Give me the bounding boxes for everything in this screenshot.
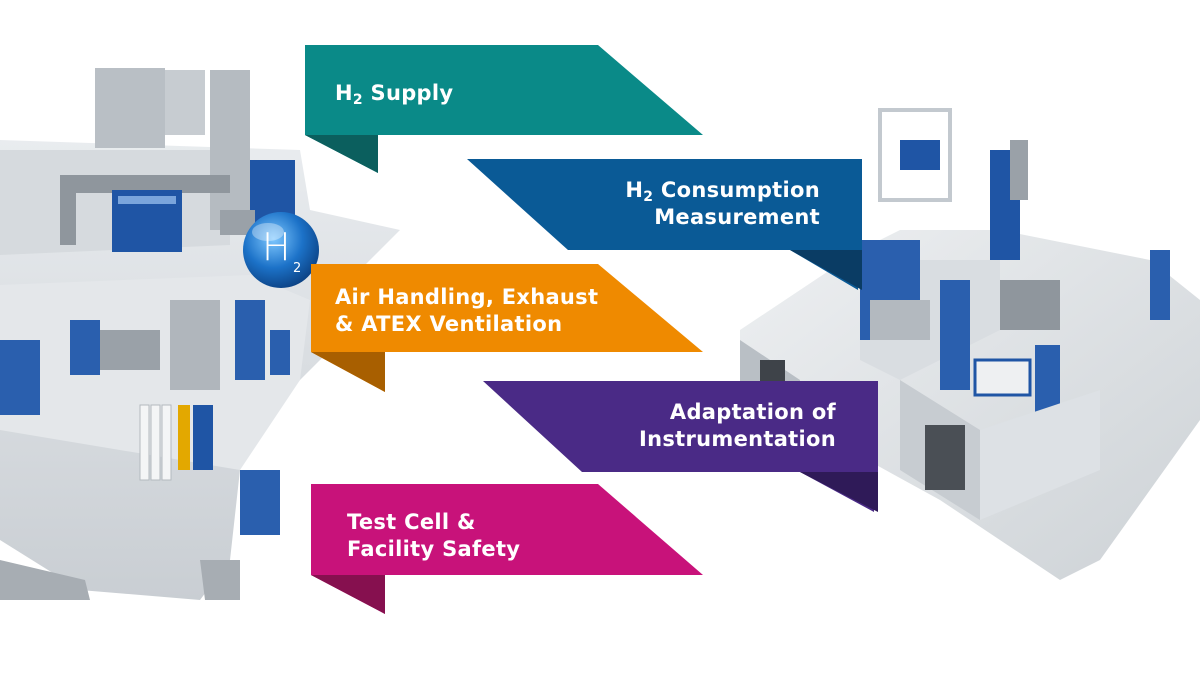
label-line: Test Cell & (347, 510, 476, 534)
label-text: H (335, 81, 353, 105)
label-text: H (625, 178, 644, 202)
label-line: Facility Safety (347, 537, 521, 561)
label-text: Consumption (653, 178, 820, 202)
banner-safety (311, 484, 703, 614)
banner-instrumentation (483, 381, 878, 512)
label-text: Supply (362, 81, 454, 105)
label-line: H2 Consumption (625, 177, 820, 204)
label-line: Instrumentation (638, 427, 836, 451)
label-air-handling: Air Handling, Exhaust & ATEX Ventilation (335, 284, 598, 338)
label-text: Measurement (654, 205, 820, 229)
label-safety: Test Cell & Facility Safety (347, 509, 520, 563)
bubble-subscript: 2 (293, 261, 302, 276)
bubble-symbol: H (262, 225, 291, 269)
label-subscript: 2 (352, 92, 363, 108)
banner-air-handling (311, 264, 703, 392)
label-subscript: 2 (643, 189, 654, 205)
hydrogen-molecule-icon (243, 212, 319, 288)
banner-h2-supply (305, 45, 703, 173)
banner-group (305, 45, 878, 614)
label-line: Adaptation of (669, 400, 836, 424)
right-facility-illustration (740, 108, 1200, 580)
label-instrumentation: Adaptation of Instrumentation (639, 399, 836, 453)
label-line: & ATEX Ventilation (335, 312, 563, 336)
label-line: H2 Supply (335, 80, 453, 107)
label-line: Air Handling, Exhaust (335, 285, 599, 309)
label-line: Measurement (625, 204, 820, 231)
bubble-symbol-letter: H (262, 225, 291, 269)
banner-h2-consumption (467, 159, 862, 290)
label-h2-consumption: H2 Consumption Measurement (625, 177, 820, 231)
label-h2-supply: H2 Supply (335, 80, 453, 107)
